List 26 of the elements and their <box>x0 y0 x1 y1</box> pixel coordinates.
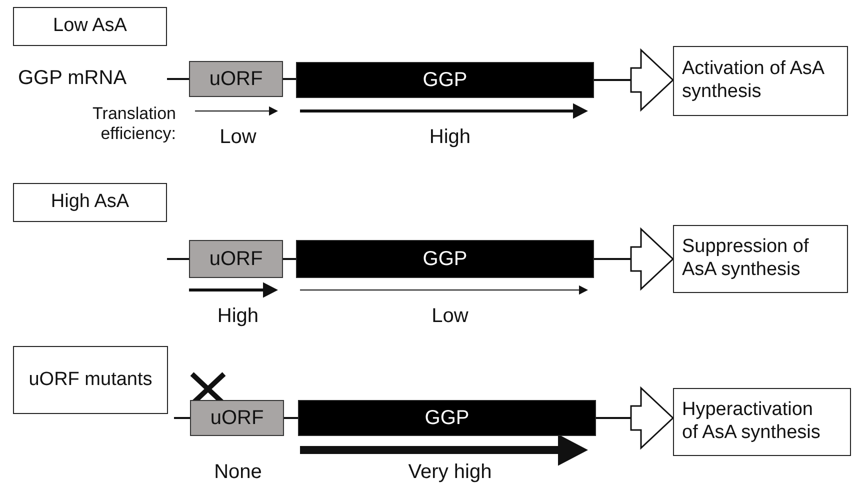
annotation-text: None <box>213 460 263 484</box>
annotation-text: Low <box>218 125 258 149</box>
mrna-line <box>594 228 674 290</box>
annotation-text: Translation efficiency: <box>92 104 176 145</box>
gene-box: GGP <box>298 400 596 436</box>
condition-box: uORF mutants <box>13 346 168 414</box>
outcome-box: Activation of AsA synthesis <box>673 46 848 116</box>
annotation-text: High <box>428 125 472 149</box>
gene-box: GGP <box>296 240 594 278</box>
annotation-text: High <box>216 304 260 328</box>
annotation-text: Low <box>430 304 470 328</box>
annotation-text: GGP mRNA <box>18 66 128 90</box>
mrna-line <box>283 78 296 80</box>
annotation-text: Very high <box>407 460 493 484</box>
gene-box: GGP <box>296 62 594 98</box>
uorf-box: uORF <box>189 61 283 97</box>
mrna-line <box>283 258 296 260</box>
mrna-line <box>596 387 674 449</box>
uorf-box: uORF <box>190 400 284 436</box>
outcome-box: Hyperactivation of AsA synthesis <box>673 388 851 456</box>
outcome-box: Suppression of AsA synthesis <box>673 225 848 293</box>
condition-box: Low AsA <box>13 7 167 46</box>
uorf-box: uORF <box>189 240 283 278</box>
condition-box: High AsA <box>13 183 167 222</box>
mrna-line <box>594 49 674 111</box>
mrna-line <box>284 417 298 419</box>
